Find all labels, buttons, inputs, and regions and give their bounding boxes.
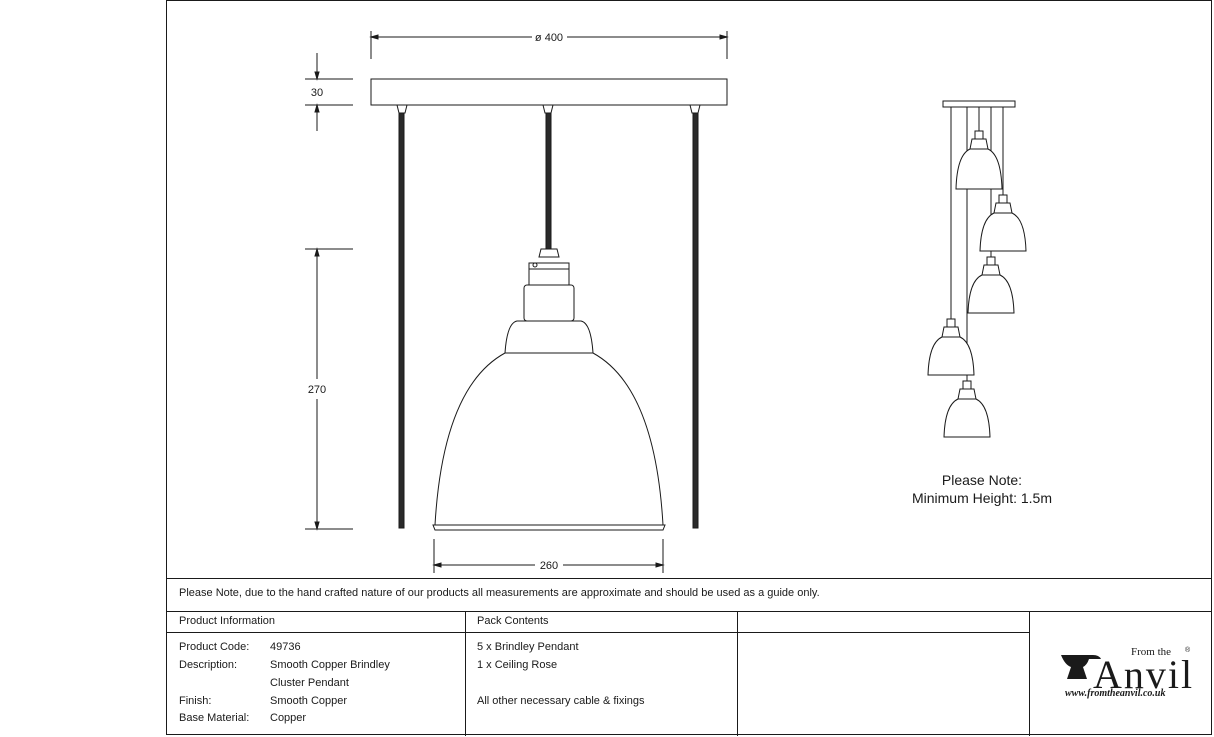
finish-value: Smooth Copper [270, 695, 348, 707]
divider [167, 611, 1211, 612]
description-label: Description: [179, 659, 238, 671]
product-info-heading: Product Information [179, 615, 275, 627]
dim-width-label: ø 400 [535, 32, 563, 44]
divider [737, 611, 738, 736]
anvil-icon [1061, 655, 1101, 679]
min-note-line2: Minimum Height: 1.5m [911, 490, 1053, 506]
from-the-anvil-logo: From the Anvil ® www.fromtheanvil.co.uk [1057, 643, 1197, 713]
product-code-value: 49736 [270, 641, 301, 653]
divider [465, 611, 466, 736]
logo-registered: ® [1185, 647, 1191, 654]
product-code-label: Product Code: [179, 641, 250, 653]
pack-contents-heading: Pack Contents [477, 615, 549, 627]
logo-from-the: From the [1131, 646, 1172, 658]
dim-shade-width-label: 260 [540, 560, 558, 572]
drawing-sheet: ø 400 30 270 260 Please Note: Minimum He… [166, 0, 1212, 736]
divider [167, 578, 1211, 579]
divider [1029, 611, 1030, 736]
pack-item: 1 x Ceiling Rose [477, 659, 558, 671]
technical-drawing: ø 400 30 270 260 [305, 31, 1027, 573]
logo-anvil-text: Anvil [1093, 652, 1195, 697]
pack-item: 5 x Brindley Pendant [477, 641, 579, 653]
min-note-line1: Please Note: [941, 472, 1023, 488]
description-value: Smooth Copper Brindley [270, 659, 390, 671]
logo-url: www.fromtheanvil.co.uk [1065, 688, 1166, 699]
dim-rose-height-label: 30 [311, 87, 323, 99]
base-material-value: Copper [270, 712, 307, 724]
description-value-line2: Cluster Pendant [270, 677, 349, 689]
base-material-label: Base Material: [179, 712, 250, 724]
divider [167, 632, 1029, 633]
disclaimer-text: Please Note, due to the hand crafted nat… [179, 587, 820, 599]
finish-label: Finish: [179, 695, 212, 707]
dim-drop-label: 270 [308, 384, 326, 396]
pack-item: All other necessary cable & fixings [477, 695, 645, 707]
minimum-height-note: Please Note: Minimum Height: 1.5m [867, 471, 1097, 507]
